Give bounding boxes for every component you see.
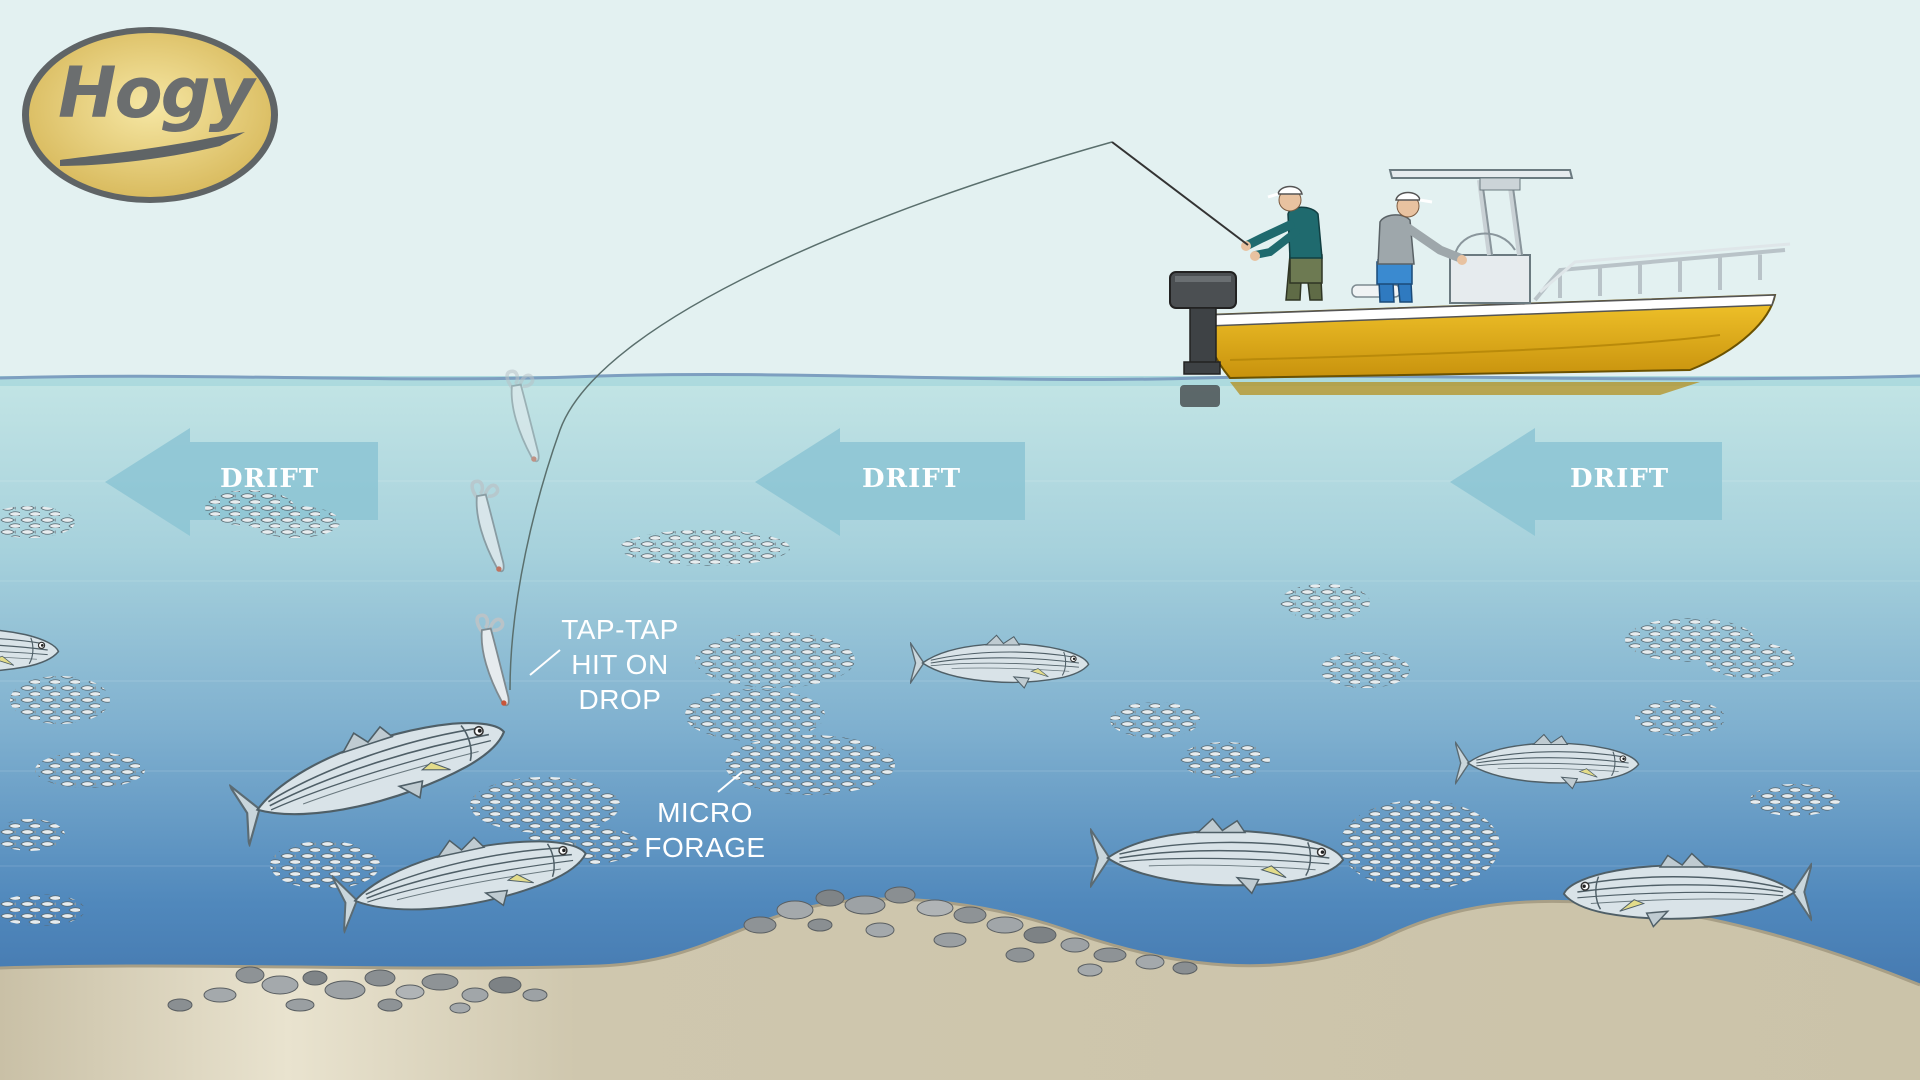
sea-floor bbox=[0, 899, 1920, 1080]
bait-school bbox=[1705, 642, 1795, 678]
bait-school bbox=[470, 777, 620, 833]
bait-schools bbox=[0, 490, 1840, 926]
bait-school bbox=[0, 819, 65, 851]
bait-school bbox=[10, 676, 110, 724]
drift-label-right: DRIFT bbox=[1570, 464, 1670, 494]
bait-school bbox=[620, 530, 790, 566]
bait-school bbox=[1280, 584, 1370, 620]
drift-arrow-right bbox=[1450, 428, 1722, 536]
bait-school bbox=[0, 894, 85, 926]
micro-forage-line-1: MICRO bbox=[657, 797, 753, 828]
boat bbox=[1111, 141, 1791, 407]
tap-hit-line-2: HIT ON bbox=[571, 649, 669, 680]
bait-school bbox=[1180, 742, 1270, 778]
drift-arrow-middle bbox=[755, 428, 1025, 536]
micro-forage-line-2: FORAGE bbox=[644, 832, 766, 863]
micro-forage-pointer bbox=[717, 771, 743, 793]
rocks-left bbox=[167, 966, 548, 1014]
bait-school bbox=[725, 735, 895, 795]
tap-hit-line-3: DROP bbox=[578, 684, 662, 715]
drift-label-left: DRIFT bbox=[220, 464, 320, 494]
bait-school bbox=[270, 841, 380, 889]
logo-wordmark: Hogy bbox=[58, 52, 254, 134]
tap-hit-annotation: TAP-TAP HIT ON DROP bbox=[560, 612, 680, 717]
drift-label-middle: DRIFT bbox=[862, 464, 962, 494]
bait-school bbox=[1110, 702, 1200, 738]
angler-casting bbox=[1111, 141, 1323, 301]
bait-school bbox=[0, 506, 75, 538]
bait-school bbox=[35, 752, 145, 788]
logo-lure-shape bbox=[60, 132, 245, 166]
fishing-line bbox=[509, 141, 1113, 691]
bait-school bbox=[1750, 784, 1840, 816]
rocks-middle bbox=[743, 886, 1198, 977]
tap-hit-line-1: TAP-TAP bbox=[561, 614, 679, 645]
angler-helm bbox=[1376, 191, 1467, 303]
bait-school bbox=[1635, 700, 1725, 736]
bait-school bbox=[1320, 652, 1410, 688]
micro-forage-annotation: MICRO FORAGE bbox=[640, 795, 770, 865]
bait-school bbox=[695, 632, 855, 688]
tap-hit-pointer bbox=[529, 649, 561, 676]
bait-school bbox=[1340, 800, 1500, 890]
bait-school bbox=[250, 506, 340, 538]
hogy-logo bbox=[22, 27, 278, 203]
bait-school bbox=[685, 689, 825, 741]
